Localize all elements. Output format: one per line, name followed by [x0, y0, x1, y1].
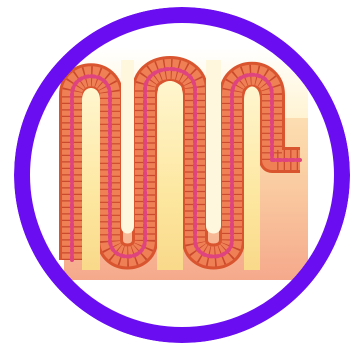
core-3	[244, 87, 260, 271]
crypt-2	[206, 60, 221, 234]
core-1	[82, 88, 100, 270]
crypt-1	[121, 60, 134, 234]
core-2	[157, 81, 183, 270]
